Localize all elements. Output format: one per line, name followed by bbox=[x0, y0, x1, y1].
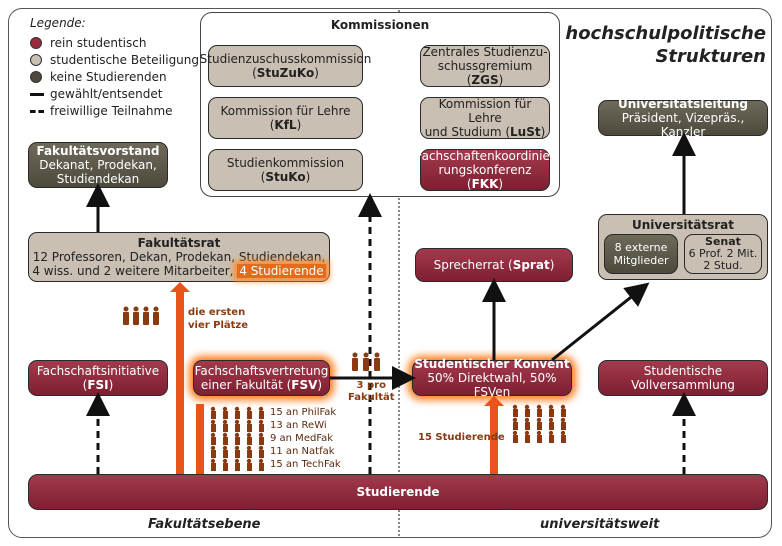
konvent-box: Studentischer Konvent 50% Direktwahl, 50… bbox=[412, 357, 572, 399]
arrow-konvent-unirat bbox=[551, 282, 650, 362]
stuko-box: Studienkommission (StuKo) bbox=[208, 149, 363, 191]
diagram-title: hochschulpolitische Strukturen bbox=[565, 23, 766, 67]
konvent-studierende-label: 15 Studierende bbox=[418, 432, 505, 443]
legend-item-gewaehlt: gewählt/entsendet bbox=[30, 87, 163, 101]
sprecherrat-box: Sprecherrat (Sprat) bbox=[415, 248, 573, 282]
universitaetsleitung-box: Universitätsleitung Präsident, Vizepräs.… bbox=[598, 97, 768, 139]
zgs-box: Zentrales Studienzu- schussgremium (ZGS) bbox=[420, 45, 550, 87]
dark-dot-icon bbox=[30, 71, 42, 83]
fakultaetsrat-box: Fakultätsrat 12 Professoren, Dekan, Prod… bbox=[28, 232, 330, 282]
orange-line-fsv bbox=[196, 404, 204, 474]
section-fakultaetsebene: Fakultätsebene bbox=[148, 517, 261, 532]
legend-item-keine: keine Studierenden bbox=[30, 70, 167, 84]
legend-title: Legende: bbox=[30, 16, 86, 30]
people-konvent-icon bbox=[512, 404, 566, 443]
fakultaetsvorstand-box: Fakultätsvorstand Dekanat, Prodekan, Stu… bbox=[28, 142, 168, 188]
kommissionen-title: Kommissionen bbox=[330, 18, 430, 32]
section-universitaetsweit: universitätsweit bbox=[540, 517, 660, 532]
diagram-frame bbox=[8, 8, 772, 538]
section-divider bbox=[398, 10, 400, 536]
fsv-box: Fachschaftsvertretung einer Fakultät (FS… bbox=[193, 360, 330, 396]
fsi-box: Fachschaftsinitiative (FSI) bbox=[28, 360, 168, 396]
solid-line-icon bbox=[30, 92, 44, 96]
beige-dot-icon bbox=[30, 54, 42, 66]
externe-mitglieder-box: 8 externe Mitglieder bbox=[604, 234, 678, 274]
dashed-line-icon bbox=[30, 109, 44, 113]
orange-line-konvent bbox=[490, 404, 498, 474]
legend-item-rein-studentisch: rein studentisch bbox=[30, 36, 146, 50]
orange-line-fakultaetsrat bbox=[176, 290, 184, 474]
fakultaeten-list: 15 an PhilFak 13 an ReWi 9 an MedFak 11 … bbox=[270, 407, 341, 470]
fkk-box: Fachschaftenkoordinie- rungskonferenz (F… bbox=[415, 149, 555, 191]
studierende-bar: Studierende bbox=[28, 474, 768, 510]
people-fakultaeten-icon bbox=[210, 406, 264, 471]
legend-item-beteiligung: studentische Beteiligung bbox=[30, 53, 199, 67]
red-dot-icon bbox=[30, 37, 42, 49]
orange-arrowhead-konvent bbox=[484, 396, 504, 406]
stuzuko-box: Studienzuschusskommission (StuZuKo) bbox=[200, 45, 371, 87]
lust-box: Kommission für Lehre und Studium (LuSt) bbox=[420, 97, 550, 139]
kfl-box: Kommission für Lehre (KfL) bbox=[208, 97, 363, 139]
orange-arrowhead-fakultaetsrat bbox=[170, 282, 190, 292]
legend-item-freiwillig: freiwillige Teilnahme bbox=[30, 104, 173, 118]
vollversammlung-box: Studentische Vollversammlung bbox=[598, 360, 768, 396]
people-fsv-konvent-icon bbox=[352, 352, 380, 371]
people-ersten-icons bbox=[122, 306, 164, 326]
senat-box: Senat 6 Prof. 2 Mit. 2 Stud. bbox=[684, 234, 762, 274]
people-icon bbox=[123, 306, 159, 325]
studierende-highlight: 4 Studierende bbox=[237, 264, 326, 278]
